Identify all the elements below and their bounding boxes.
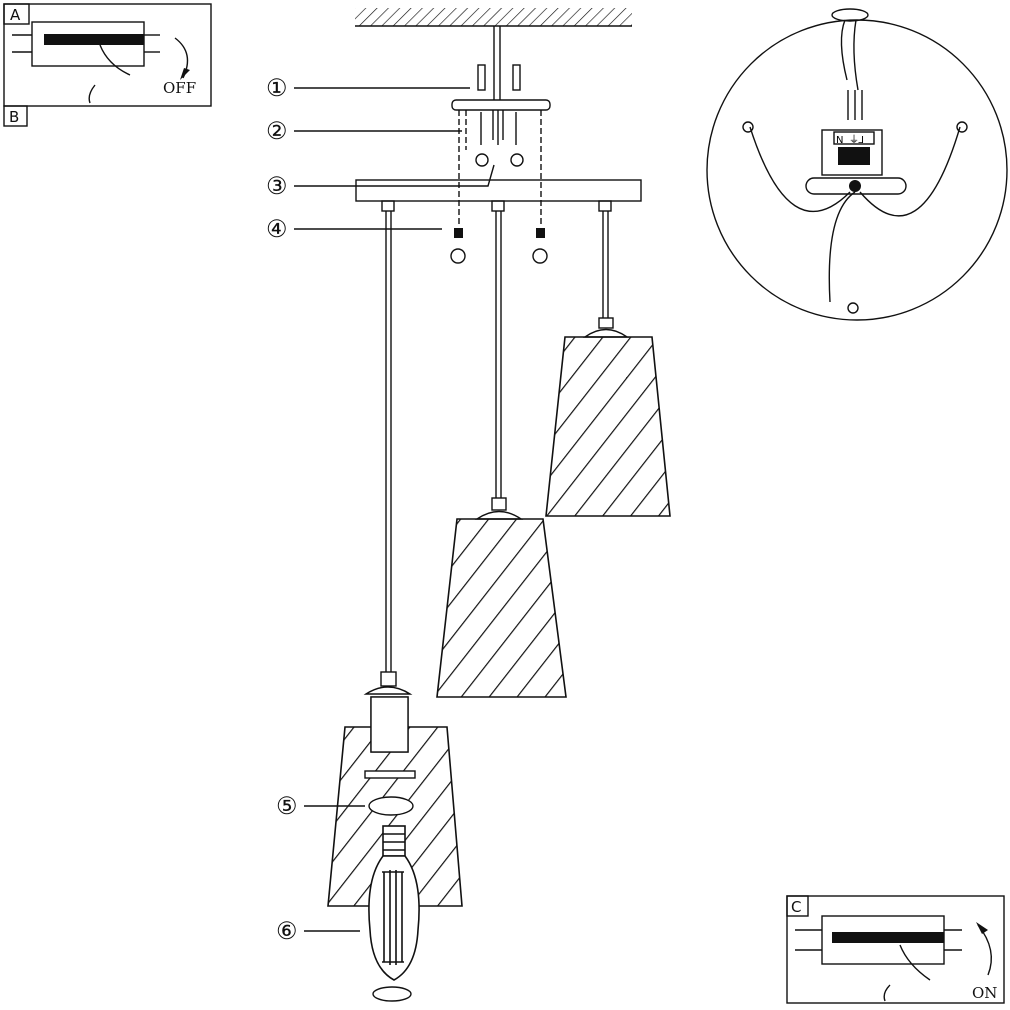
panel-b-label: B	[9, 108, 19, 126]
wall-plug-icon	[477, 64, 486, 91]
panel-a-label: A	[10, 6, 21, 24]
callout-1: ①	[266, 74, 288, 102]
mounting-plate	[805, 177, 907, 195]
terminal-block	[821, 129, 883, 176]
wiring-detail: N ⏚ L	[706, 8, 1008, 321]
edison-bulb	[368, 825, 420, 1002]
rotate-arrow-icon-3	[977, 924, 992, 976]
terminal-l: L	[858, 135, 864, 146]
panel-c-label: C	[791, 898, 801, 916]
shade-ring	[364, 770, 416, 779]
wall-plug-icon-2	[512, 64, 521, 91]
breaker-off-panel: A OFF B	[3, 3, 212, 127]
breaker-icon-2	[795, 915, 962, 965]
on-label: ON	[972, 984, 997, 1002]
callout-2: ②	[266, 117, 288, 145]
breaker-on-panel: C ON	[786, 895, 1005, 1004]
crossbar	[355, 179, 642, 202]
callout-5: ⑤	[276, 792, 298, 820]
callout-4: ④	[266, 215, 288, 243]
callout-3: ③	[266, 172, 288, 200]
lamp-shade-left	[327, 671, 463, 907]
terminal-earth: ⏚	[849, 134, 859, 146]
hand-icon	[88, 44, 131, 104]
ceiling	[355, 8, 632, 27]
hand-icon-2	[883, 944, 931, 1002]
callout-6: ⑥	[276, 917, 298, 945]
lamp-shade-middle	[436, 497, 567, 698]
rotate-arrow-icon	[368, 796, 414, 816]
lamp-shade-right	[545, 317, 671, 517]
off-label: OFF	[163, 79, 196, 97]
pendant-cords	[381, 200, 612, 672]
terminal-n: N	[836, 135, 843, 146]
mounting-bracket	[450, 64, 551, 264]
breaker-icon	[12, 21, 160, 67]
rotate-arrow-icon-2	[372, 986, 412, 1002]
